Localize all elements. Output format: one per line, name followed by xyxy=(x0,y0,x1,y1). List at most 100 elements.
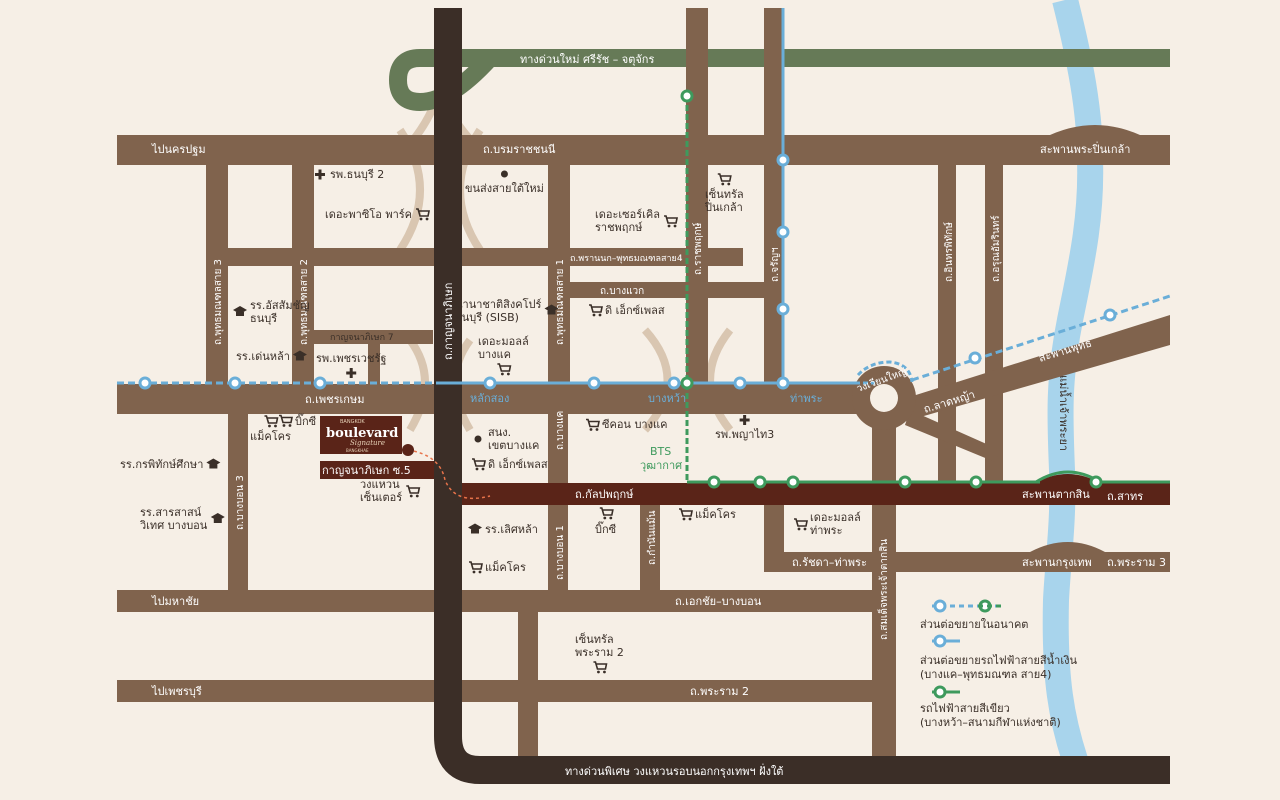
place-circle-rajapruek: เดอะเซอร์เคิลราชพฤกษ์ xyxy=(595,208,660,234)
blue-line-station xyxy=(667,376,681,390)
label-charan: ถ.จรัญฯ xyxy=(770,247,781,282)
legend-green-sub: (บางหว้า–สนามกีฬาแห่งชาติ) xyxy=(920,716,1061,729)
label-arun-amarin: ถ.อรุณอัมรินทร์ xyxy=(990,215,1002,282)
label-phran-nok: ถ.พรานนก–พุทธมณฑลสาย4 xyxy=(570,254,683,264)
place-makro-3: แม็คโคร xyxy=(695,507,736,521)
shopping-cart-icon xyxy=(416,208,431,221)
kanchanaphisek-expressway xyxy=(434,8,1170,784)
shopping-cart-icon xyxy=(679,508,693,521)
shopping-cart-icon xyxy=(599,507,614,520)
school-icon xyxy=(210,513,225,523)
place-x-place-1: ดิ เอ็กซ์เพลส xyxy=(605,303,665,317)
shopping-cart-icon xyxy=(593,661,608,674)
label-taksin-bridge: สะพานตากสิน xyxy=(1022,488,1090,501)
place-phyathai3: รพ.พญาไท3 xyxy=(715,428,774,441)
shopping-cart-icon xyxy=(472,458,486,471)
place-sisb: นานาชาติสิงคโปร์ธนบุรี (SISB) xyxy=(455,297,542,324)
legend-blue: ส่วนต่อขยายรถไฟฟ้าสายสีน้ำเงิน xyxy=(920,652,1077,667)
green-line-station xyxy=(680,89,694,103)
label-phetchaburi: ไปเพชรบุรี xyxy=(151,685,202,698)
place-kanchanapisek-school: รร.กรพิทักษ์ศึกษา xyxy=(120,458,203,471)
label-somdet: ถ.สมเด็จพระเจ้าตากสิน xyxy=(876,539,890,640)
blue-line-station xyxy=(228,376,242,390)
label-phutthamonthon1: ถ.พุทธมณฑลสาย 1 xyxy=(555,259,566,345)
place-makro-1: แม็คโคร xyxy=(250,429,291,443)
blue-line-station xyxy=(483,376,497,390)
place-mall-thapra: เดอะมอลล์ท่าพระ xyxy=(810,511,861,537)
krungthep-bridge xyxy=(1030,542,1105,552)
logo-brand-top: BANGKOK xyxy=(340,419,365,425)
river-label: แม่น้ำเจ้าพระยา xyxy=(1057,375,1072,451)
blue-line-station xyxy=(1103,308,1117,322)
label-ratchada-thapra: ถ.รัชดา–ท่าพระ xyxy=(792,556,867,569)
label-bangbon3: ถ.บางบอน 3 xyxy=(235,475,246,530)
place-southern-bus: ขนส่งสายใต้ใหม่ xyxy=(465,182,544,195)
label-kanchana7: กาญจนาภิเษก 7 xyxy=(330,332,394,343)
logo-brand-script: Signature xyxy=(350,439,385,447)
school-icon xyxy=(544,304,559,315)
pinklao-bridge xyxy=(1050,125,1140,135)
legend-blue-sub: (บางแค–พุทธมณฑล สาย4) xyxy=(920,668,1051,681)
label-phetkasem: ถ.เพชรเกษม xyxy=(305,393,364,406)
label-sathon: ถ.สาทร xyxy=(1107,490,1143,503)
logo-brand-bottom: BANGKHAE xyxy=(346,448,369,453)
green-line-station xyxy=(786,475,800,489)
legend-future: ส่วนต่อขยายในอนาคต xyxy=(920,618,1028,631)
station-bts-label: BTS xyxy=(650,445,671,458)
green-line-station xyxy=(680,376,694,390)
label-kanchanaphisek: ถ.กาญจนาภิเษก xyxy=(442,283,455,360)
project-access-path xyxy=(407,449,491,500)
station-bang-wa: บางหว้า xyxy=(648,392,686,405)
blue-line-station xyxy=(138,376,152,390)
blue-line-station xyxy=(776,376,790,390)
label-ratchaphruek: ถ.ราชพฤกษ์ xyxy=(692,222,704,275)
green-line-station xyxy=(753,475,767,489)
shopping-cart-icon xyxy=(664,215,679,228)
place-bigc-2: บิ๊กซี xyxy=(595,521,617,536)
hospital-icon xyxy=(315,169,325,180)
place-tenlah: รร.เด่นหล้า xyxy=(236,350,290,363)
school-icon xyxy=(206,458,221,469)
label-rama3: ถ.พระราม 3 xyxy=(1107,556,1166,569)
blue-line-station xyxy=(733,376,747,390)
shopping-cart-icon xyxy=(717,173,732,186)
place-bigc-1: บิ๊กซี xyxy=(295,413,317,428)
road-network xyxy=(117,8,1170,758)
hospital-icon xyxy=(739,415,750,425)
label-bangwaek: ถ.บางแวก xyxy=(600,286,644,297)
project-logo: BANGKOK boulevard Signature BANGKHAE xyxy=(320,416,402,454)
green-line-station xyxy=(969,475,983,489)
label-rama2: ถ.พระราม 2 xyxy=(690,685,749,698)
kalapaphruek-road xyxy=(460,483,1170,505)
shopping-cart-icon xyxy=(497,363,512,376)
legend-green: รถไฟฟ้าสายสีเขียว xyxy=(920,702,1010,715)
green-line-station xyxy=(707,475,721,489)
place-thonburi2: รพ.ธนบุรี 2 xyxy=(330,168,384,181)
place-dot-icon xyxy=(500,170,508,178)
place-dot-icon xyxy=(474,435,482,443)
place-x-place-2: ดิ เอ็กซ์เพลส xyxy=(488,457,548,471)
shopping-cart-icon xyxy=(406,485,421,498)
logo-brand-main: boulevard xyxy=(326,426,398,441)
shopping-cart-icon xyxy=(586,418,600,431)
label-nakhon-pathom: ไปนครปฐม xyxy=(151,143,206,156)
label-expressway-top: ทางด่วนใหม่ ศรีรัช – จตุจักร xyxy=(520,53,654,66)
shopping-cart-icon xyxy=(278,414,293,427)
place-wongwaen: วงแหวนเซ็นเตอร์ xyxy=(360,478,402,504)
place-mall-bangkhae: เดอะมอลล์บางแค xyxy=(478,335,529,361)
place-lertla: รร.เลิศหล้า xyxy=(485,523,538,536)
shopping-cart-icon xyxy=(264,415,279,428)
station-markers xyxy=(138,89,1117,489)
label-outer-ring: ทางด่วนพิเศษ วงแหวนรอบนอกกรุงเทพฯ ฝั่งใต… xyxy=(565,763,783,778)
label-kamnan-maen: ถ.กำนันแม้น xyxy=(646,510,658,565)
station-bts-wutthakat: วุฒากาศ xyxy=(640,459,682,472)
place-seacon: ซีคอน บางแค xyxy=(602,418,667,431)
label-krungthep-bridge: สะพานกรุงเทพ xyxy=(1022,556,1092,569)
green-line-station xyxy=(898,475,912,489)
label-mahachai: ไปมหาชัย xyxy=(151,595,199,608)
school-icon xyxy=(468,523,482,534)
hospital-icon xyxy=(346,368,357,378)
school-icon xyxy=(292,350,307,361)
station-lak-song: หลักสอง xyxy=(470,392,509,405)
